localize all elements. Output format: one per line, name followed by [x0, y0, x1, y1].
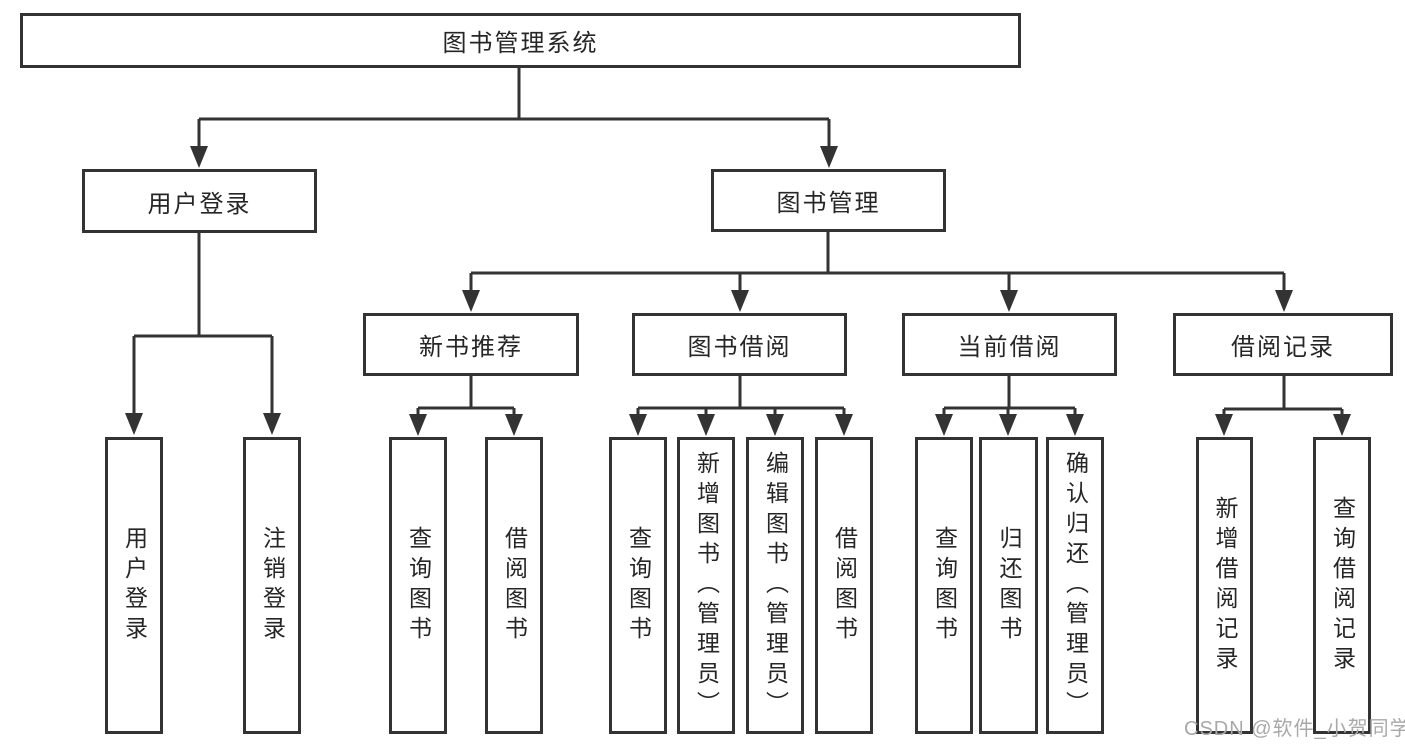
connector-current-borrow-to-leaves [935, 376, 1084, 436]
leaf-borrow-books: 借阅图书 [815, 437, 873, 734]
node-label: 注销登录 [259, 525, 286, 646]
node-label: 借阅图书 [831, 525, 858, 646]
node-label: 编辑图书（管理员） [762, 450, 789, 721]
leaf-add-borrow-record: 新增借阅记录 [1196, 437, 1253, 734]
leaf-user-login: 用户登录 [105, 437, 163, 734]
leaf-confirm-return-admin: 确认归还（管理员） [1046, 437, 1104, 734]
node-label: 新书推荐 [419, 334, 523, 361]
node-borrow-records: 借阅记录 [1173, 313, 1393, 376]
leaf-return-books: 归还图书 [979, 437, 1038, 734]
connector-new-book-to-leaves [409, 376, 523, 436]
connector-book-management-to-level3 [462, 232, 1293, 312]
connector-root-to-level2 [190, 68, 838, 168]
connector-user-login-to-leaves [125, 233, 281, 435]
node-label: 借阅图书 [501, 525, 528, 646]
node-label: 查询图书 [625, 525, 652, 646]
node-library-management-system: 图书管理系统 [20, 13, 1021, 68]
node-label: 新增图书（管理员） [693, 450, 720, 721]
node-label: 确认归还（管理员） [1062, 450, 1089, 721]
node-label: 用户登录 [121, 525, 148, 646]
node-label: 查询图书 [931, 525, 958, 646]
node-current-borrow: 当前借阅 [902, 313, 1117, 376]
leaf-query-borrow-record: 查询借阅记录 [1313, 437, 1371, 734]
node-book-management: 图书管理 [711, 169, 946, 232]
node-book-borrow: 图书借阅 [632, 313, 847, 376]
leaf-query-books-borrow: 查询图书 [609, 437, 667, 734]
connector-borrow-records-to-leaves [1215, 376, 1351, 436]
leaf-query-books-current: 查询图书 [915, 437, 973, 734]
node-new-book-recommend: 新书推荐 [363, 313, 579, 376]
leaf-edit-book-admin: 编辑图书（管理员） [746, 437, 804, 734]
watermark: CSDN @软件_小贺同学 [1184, 718, 1405, 740]
node-label: 借阅记录 [1231, 334, 1335, 361]
node-label: 用户登录 [147, 190, 252, 218]
leaf-add-book-admin: 新增图书（管理员） [677, 437, 735, 734]
node-label: 归还图书 [996, 525, 1022, 646]
connector-book-borrow-to-leaves [629, 376, 853, 436]
node-label: 图书管理 [776, 190, 881, 217]
leaf-query-books-recommend: 查询图书 [389, 437, 447, 734]
node-label: 当前借阅 [957, 334, 1062, 361]
leaf-borrow-books-recommend: 借阅图书 [485, 437, 543, 734]
node-label: 图书借阅 [687, 334, 792, 361]
leaf-logout: 注销登录 [243, 437, 301, 734]
node-label: 查询借阅记录 [1329, 495, 1356, 676]
node-label: 图书管理系统 [442, 30, 599, 57]
node-user-login: 用户登录 [82, 169, 317, 233]
node-label: 新增借阅记录 [1212, 495, 1238, 676]
node-label: 查询图书 [405, 525, 432, 646]
